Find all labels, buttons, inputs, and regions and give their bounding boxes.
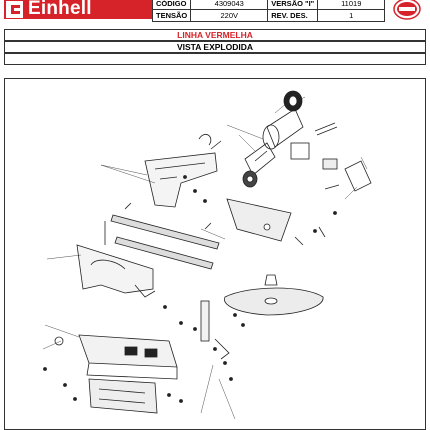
value-codigo: 4309043: [190, 0, 269, 10]
hardware-parts: [43, 175, 337, 403]
document-header: Einhell CÓDIGO 4309043 VERSÃO "I" 11019 …: [0, 0, 430, 28]
red-line-badge-icon: [393, 0, 421, 20]
label-rev-des: REV. DES.: [267, 9, 319, 22]
motor-assembly: [242, 90, 372, 192]
exploded-view-drawing: [42, 90, 372, 420]
upper-arm: [144, 133, 222, 208]
label-versao: VERSÃO "I": [267, 0, 319, 10]
value-rev-des: 1: [317, 9, 386, 22]
einhell-logo: Einhell: [4, 0, 152, 19]
spec-table: CÓDIGO 4309043 VERSÃO "I" 11019 TENSÃO 2…: [151, 0, 386, 22]
blade-guides: [104, 202, 220, 270]
empty-row: [4, 53, 426, 65]
base-housing: [54, 334, 178, 414]
label-codigo: CÓDIGO: [151, 0, 192, 10]
product-line-label: LINHA VERMELHA: [4, 29, 426, 41]
spec-row: CÓDIGO 4309043 VERSÃO "I" 11019: [151, 0, 386, 10]
lower-arm: [76, 244, 156, 298]
logo-text: Einhell: [28, 0, 92, 19]
exploded-view-frame: [4, 78, 426, 430]
logo-mark-icon: [6, 1, 23, 18]
value-versao: 11019: [317, 0, 386, 10]
saw-table: [224, 274, 324, 316]
side-cover: [226, 198, 326, 246]
value-tensao: 220V: [190, 9, 269, 22]
spec-row: TENSÃO 220V REV. DES. 1: [151, 9, 386, 22]
page-title: VISTA EXPLODIDA: [4, 41, 426, 53]
vertical-rod: [200, 300, 230, 360]
leader-lines: [42, 96, 368, 420]
label-tensao: TENSÃO: [151, 9, 192, 22]
